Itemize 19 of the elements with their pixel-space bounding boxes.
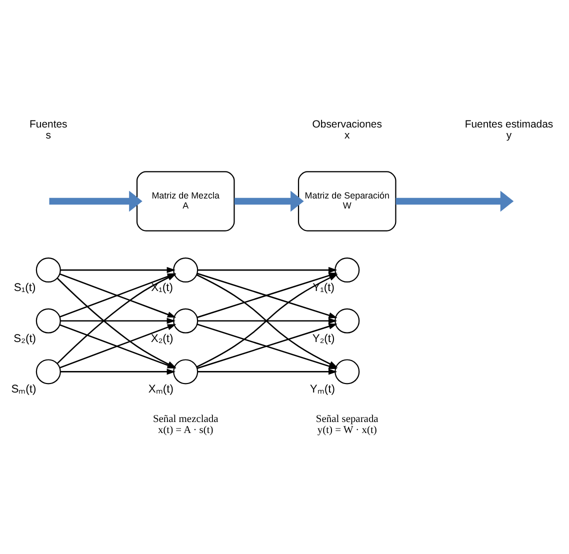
- node-label: X₁(t): [151, 281, 173, 294]
- label: Señal mezclada: [152, 413, 218, 424]
- label: Fuentes estimadas: [464, 118, 554, 130]
- label: Observaciones: [312, 118, 382, 130]
- node-label: S₂(t): [14, 332, 36, 344]
- label: y(t) = W · x(t): [317, 424, 377, 436]
- label: x(t) = A · s(t): [158, 424, 214, 436]
- node-label: Y₁(t): [312, 281, 334, 294]
- node-label: S₁(t): [14, 281, 36, 294]
- node-label: Yₘ(t): [310, 383, 335, 396]
- label: x: [344, 130, 350, 142]
- label: Fuentes: [30, 118, 68, 130]
- node-label: Y₂(t): [312, 332, 335, 344]
- node-label: X₂(t): [150, 332, 174, 344]
- label: s: [46, 130, 52, 142]
- label: y: [506, 130, 512, 142]
- node-label: Xₘ(t): [148, 383, 174, 396]
- label: Señal separada: [316, 413, 378, 424]
- node-label: Sₘ(t): [11, 383, 36, 396]
